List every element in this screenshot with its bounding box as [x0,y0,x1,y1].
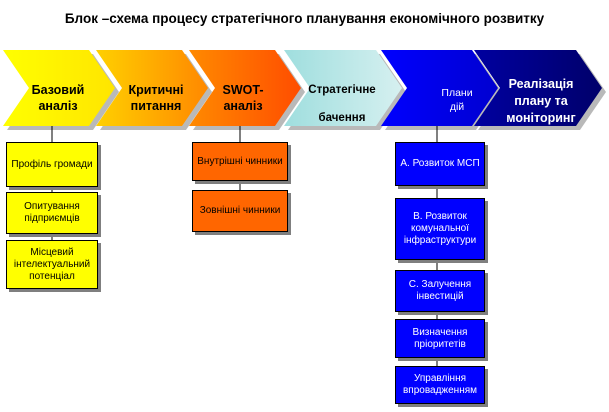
action-item-investment: С. Залучення інвестицій [395,270,485,312]
stage-label-implementation: Реалізація плану та моніторинг [506,77,576,125]
stage-chevron-vision [284,50,402,126]
basic-analysis-item-potential: Місцевий інтелектуальний потенціал [6,240,98,289]
swot-item-internal: Внутрішні чинники [192,142,288,181]
stage-chevron-swot [189,50,301,126]
stage-chevron-action-plans [381,50,498,126]
action-item-priorities: Визначення пріоритетів [395,319,485,358]
stage-chevron-basic-analysis [3,50,115,126]
stage-label-basic-analysis: Базовий аналіз [31,83,85,113]
stage-label-swot: SWOT-аналіз [222,83,264,113]
basic-analysis-item-profile: Профіль громади [6,142,98,187]
swot-item-external: Зовнішні чинники [192,190,288,232]
stage-label-critical-issues: Критичні питання [128,83,184,113]
stage-label-vision: Стратегічне бачення [308,84,376,124]
basic-analysis-item-survey: Опитування підприємців [6,192,98,234]
diagram-title: Блок –схема процесу стратегічного планув… [64,11,545,26]
stage-chevron-critical-issues [96,50,208,126]
stage-chevron-implementation [474,50,602,126]
stage-label-action-plans: Плани дій [441,87,473,113]
action-item-sme: А. Розвиток МСП [395,142,485,186]
action-item-infrastructure: В. Розвиток комунальної інфраструктури [395,198,485,260]
connector-lines [51,126,438,366]
action-item-implementation: Управління впровадженням [395,366,485,404]
